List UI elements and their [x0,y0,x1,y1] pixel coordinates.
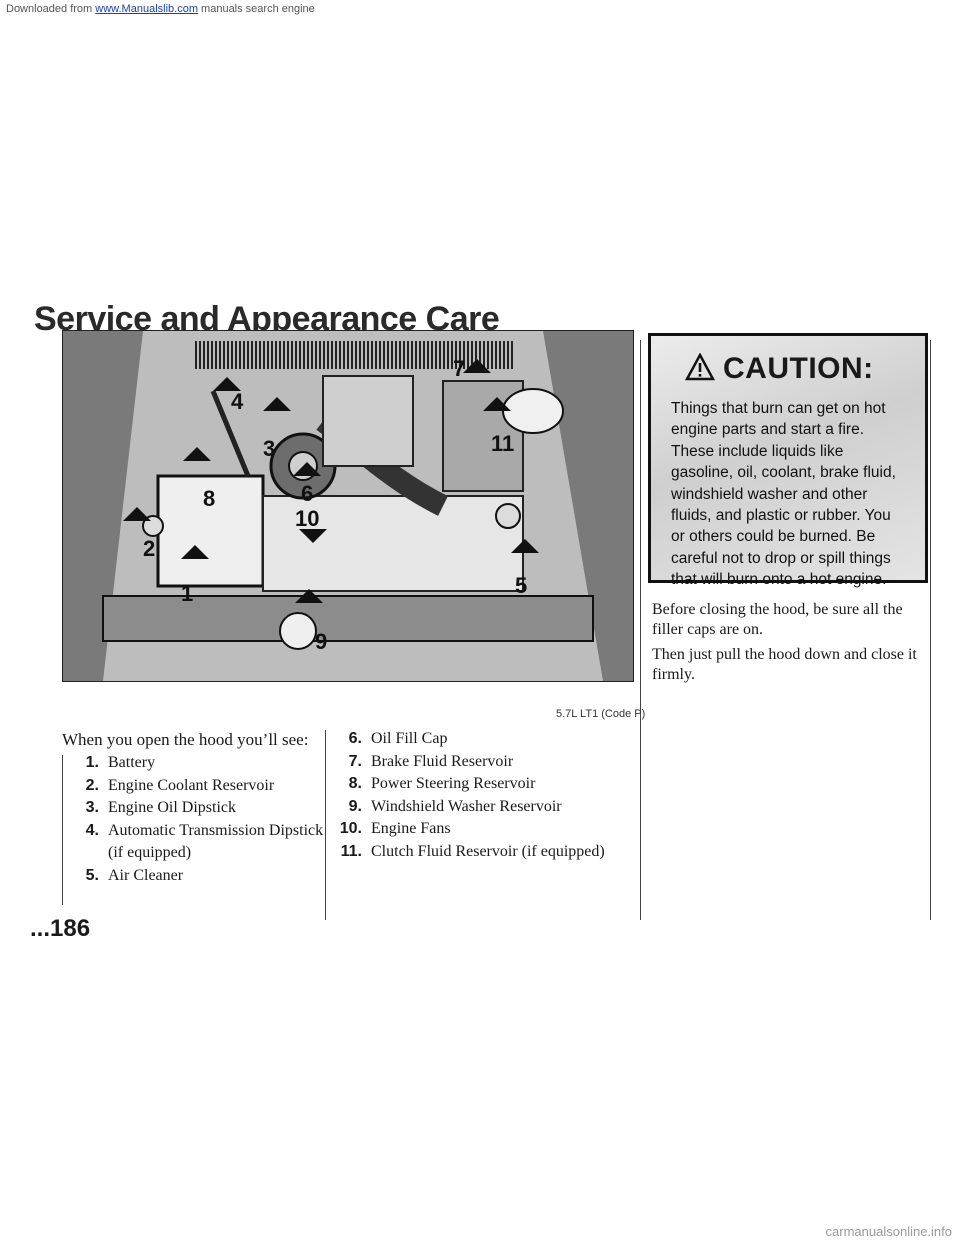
list-item: 5.Air Cleaner [85,866,184,884]
left-fender [63,331,143,681]
arrow-4 [213,377,241,391]
footer-site: carmanualsonline.info [825,1224,952,1239]
dipstick-tube [210,390,251,477]
arrow-10 [299,529,327,543]
page-number: ...186 [30,915,91,942]
caution-title: CAUTION: [723,352,874,385]
hood-close-instruction: Then just pull the hood down and close i… [652,646,917,683]
list-item: 7.Brake Fluid Reservoir [348,752,514,770]
callout-arrows [123,359,539,603]
banner-suffix: manuals search engine [201,3,315,15]
right-fender [543,331,633,681]
callout-label: 8 [203,486,215,511]
arrow-11 [483,397,511,411]
callout-labels: 1 2 3 4 5 6 7 8 9 10 11 [143,356,527,654]
washer-cap [279,612,317,650]
arrow-6 [293,462,321,476]
callout-label: 6 [301,481,313,506]
arrow-1 [181,545,209,559]
arrow-2 [123,507,151,521]
list-item: 6.Oil Fill Cap [348,730,448,747]
throttle-body [322,375,414,467]
callout-label: 10 [295,506,319,531]
list-item: 9.Windshield Washer Reservoir [348,797,562,815]
footer-watermark: carmanualsonline.info [0,1224,960,1242]
arrow-9 [295,589,323,603]
callout-label: 9 [315,629,327,654]
callout-label: 11 [491,431,514,456]
list-item: 10.Engine Fans [339,820,451,837]
parts-list-left: 1.Battery 2.Engine Coolant Reservoir 3.E… [75,752,323,887]
engine-compartment-figure: 1 2 3 4 5 6 7 8 9 10 11 [62,330,634,682]
front-crossmember [102,595,594,642]
arrow-5 [511,539,539,553]
radiator-shroud [262,495,524,592]
warning-triangle-icon [684,351,716,386]
download-banner: Downloaded from www.Manualslib.com manua… [0,0,960,22]
banner-prefix: Downloaded from [6,3,93,15]
manualslib-link[interactable]: www.Manualslib.com [95,3,198,15]
list-item: 4.Automatic Transmission Dipstick (if eq… [85,821,324,862]
callout-label: 4 [231,389,244,414]
caution-header: CAUTION: [684,351,905,386]
caution-box: CAUTION: Things that burn can get on hot… [648,333,928,588]
right-cap [495,503,521,529]
callout-label: 1 [181,581,193,606]
list-item: 1.Battery [85,754,156,771]
list-item: 8.Power Steering Reservoir [348,775,536,792]
right-column-rule [640,340,641,920]
callout-label: 3 [263,436,275,461]
engine-illustration: 1 2 3 4 5 6 7 8 9 10 11 [63,331,633,681]
air-cleaner-box [156,474,265,588]
clutch-reservoir [502,388,564,434]
left-margin-rule [62,755,63,905]
right-edge-rule [930,340,931,920]
list-item: 2.Engine Coolant Reservoir [85,776,275,794]
list-item: 3.Engine Oil Dipstick [85,799,236,816]
caution-text: Things that burn can get on hot engine p… [671,400,896,589]
list-item: 11.Clutch Fluid Reservoir (if equipped) [340,842,605,860]
intro-text: When you open the hood you’ll see: [62,730,309,749]
callout-label: 5 [515,573,527,598]
cowl-vent-grill [193,341,513,369]
callout-label: 2 [143,536,155,561]
column-rule [325,730,326,920]
arrow-3 [263,397,291,411]
figure-caption: 5.7L LT1 (Code P) [556,708,646,720]
parts-list-right: 6.Oil Fill Cap 7.Brake Fluid Reservoir 8… [338,728,605,863]
arrow-7 [463,359,491,373]
arrow-8 [183,447,211,461]
hood-closing-paragraph: Before closing the hood, be sure all the… [652,601,903,638]
callout-label: 7 [453,356,465,381]
